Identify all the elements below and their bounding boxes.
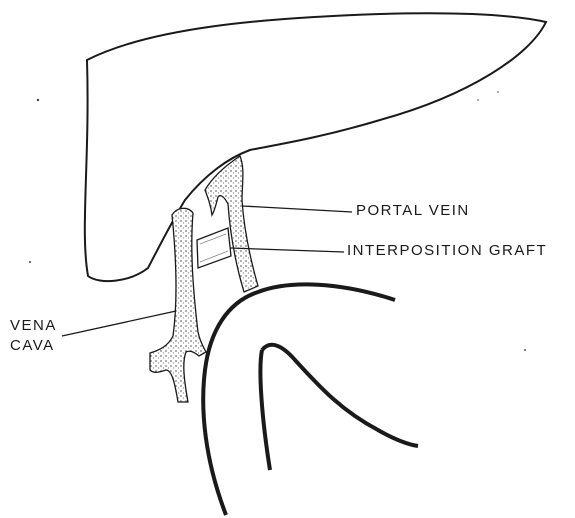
duodenum-inner-curve xyxy=(260,345,418,470)
vena-cava-label-line1: VENA xyxy=(10,316,57,336)
liver-outline xyxy=(85,13,546,281)
duodenum-outer-curve xyxy=(203,284,395,515)
portal-vein-vessel xyxy=(205,156,258,292)
interposition-graft-label: INTERPOSITION GRAFT xyxy=(347,242,547,259)
portal-vein-label: PORTAL VEIN xyxy=(356,202,470,219)
vena-cava-leader-line xyxy=(62,311,176,336)
portal-vein-leader-line xyxy=(242,206,352,212)
vena-cava-label: VENA CAVA xyxy=(10,316,57,356)
vena-cava-label-line2: CAVA xyxy=(10,336,57,356)
vena-cava-vessel xyxy=(150,208,206,402)
